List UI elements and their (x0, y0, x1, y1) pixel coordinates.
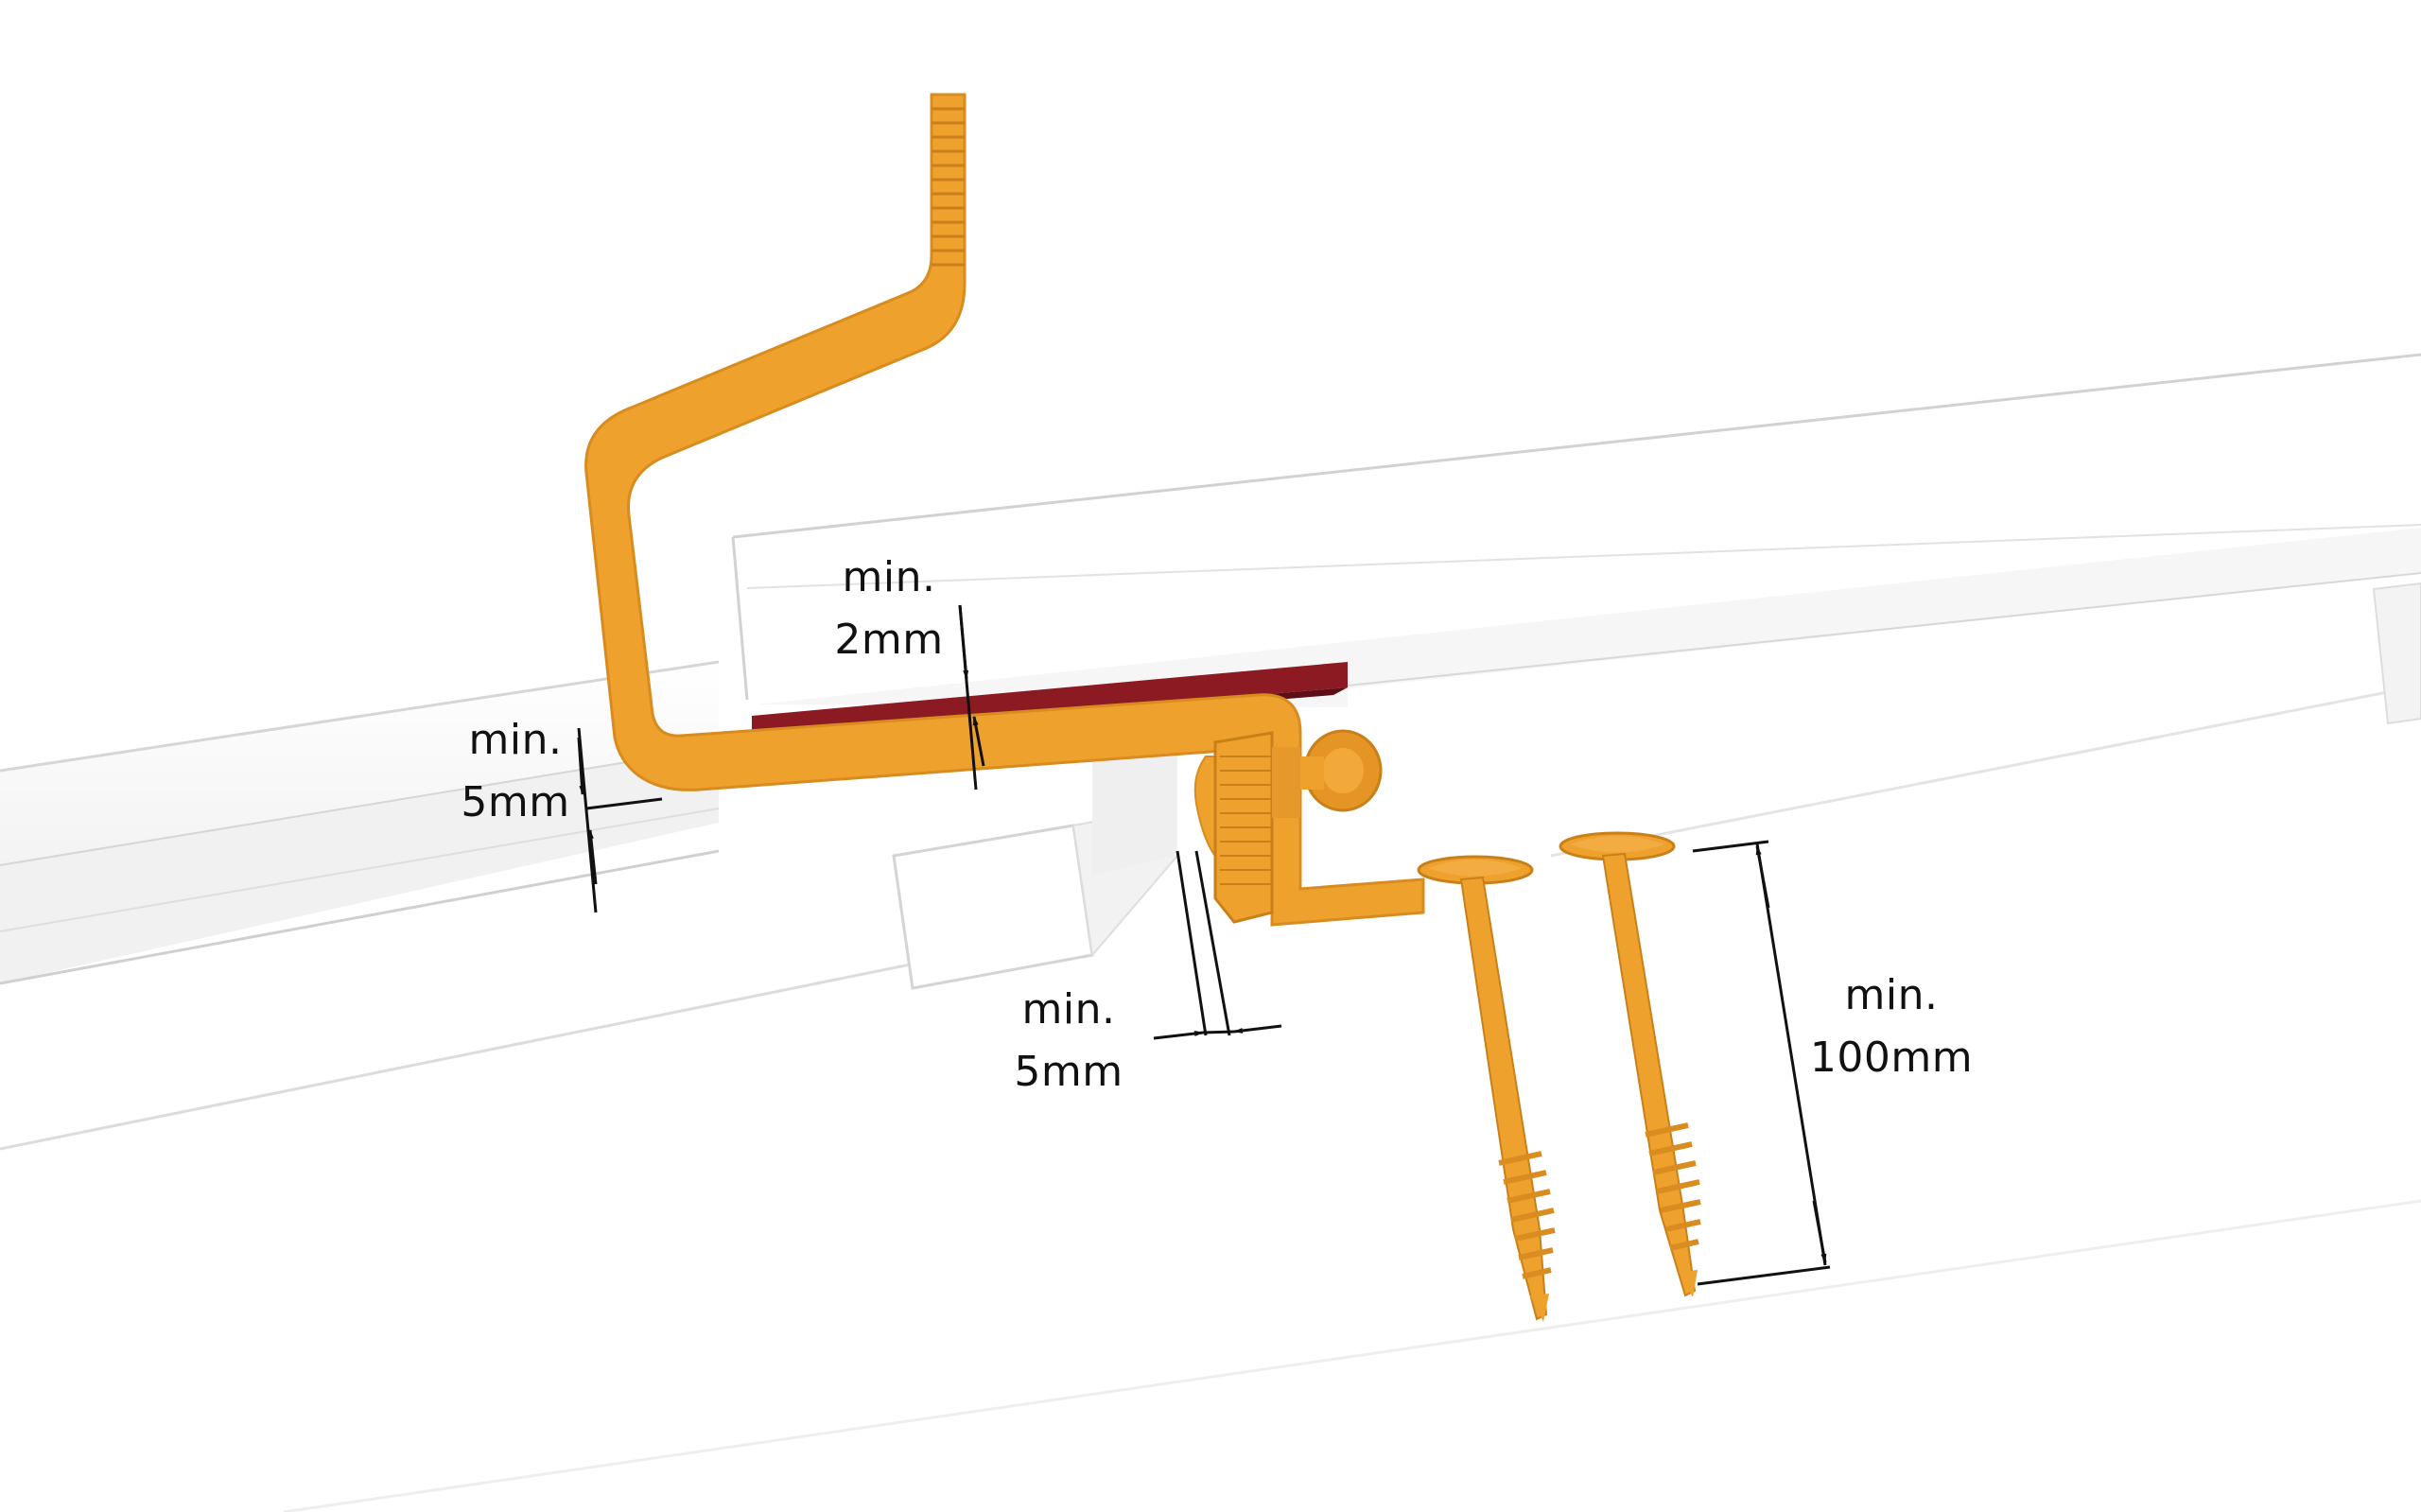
dimension-screw-depth (1692, 840, 1831, 1286)
batten-left (0, 660, 720, 985)
hook-thread (932, 107, 965, 267)
label-screw-depth-line1: min. (1844, 971, 1939, 1019)
label-gap-left-line1: min. (468, 716, 563, 764)
label-gap-bottom: min. 5mm (998, 979, 1140, 1104)
label-gap-top-line1: min. (842, 553, 936, 601)
label-gap-bottom-line2: 5mm (1014, 1048, 1123, 1096)
label-gap-top-line2: 2mm (834, 616, 944, 664)
dimension-gap-left (577, 727, 663, 913)
label-gap-left-line2: 5mm (461, 778, 570, 826)
dimension-gap-top (958, 604, 985, 791)
support-block (892, 733, 1179, 990)
label-gap-left: min. 5mm (444, 709, 586, 834)
upper-board (731, 353, 2421, 725)
label-screw-depth: min. 100mm (1792, 965, 1991, 1089)
clamp-assembly (1193, 729, 1383, 924)
label-gap-bottom-line1: min. (1021, 985, 1116, 1034)
dimension-gap-bottom (1153, 850, 1282, 1040)
label-screw-depth-line2: 100mm (1809, 1034, 1974, 1082)
screw-left (1417, 855, 1556, 1322)
label-gap-top: min. 2mm (809, 547, 969, 671)
screw-right (1559, 831, 1701, 1297)
